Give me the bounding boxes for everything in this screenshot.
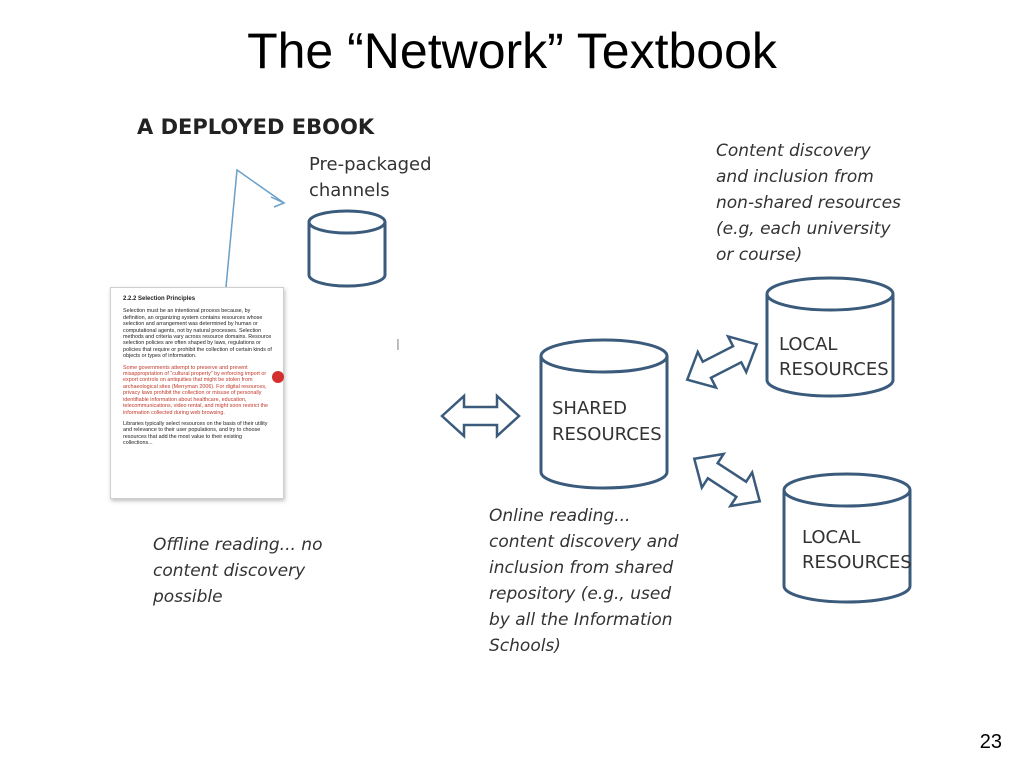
- document-excerpt-heading: 2.2.2 Selection Principles: [123, 296, 196, 302]
- caption-online: Online reading... content discovery and …: [489, 506, 684, 656]
- slide-title: The “Network” Textbook: [247, 23, 777, 79]
- prepackaged-label-line: channels: [309, 180, 390, 201]
- caption-nonshared-line: (e.g, each university: [716, 219, 892, 239]
- shared-resources-cylinder-icon: [539, 338, 669, 490]
- local-resources-bottom-cylinder-icon: [782, 472, 912, 604]
- document-excerpt-paragraph: Libraries typically select resources on …: [123, 420, 268, 447]
- document-excerpt-highlighted-paragraph: Some governments attempt to preserve and…: [123, 364, 269, 416]
- local-resources-bottom-label-line: LOCAL: [802, 527, 860, 548]
- caption-online-line: Online reading...: [489, 506, 630, 526]
- shared-resources-label-line: RESOURCES: [552, 424, 662, 445]
- caption-offline-line: possible: [152, 587, 223, 607]
- diagram-heading: A DEPLOYED EBOOK: [137, 115, 375, 139]
- shared-resources-label: SHARED RESOURCES: [552, 398, 662, 445]
- caption-online-line: Schools): [489, 636, 561, 656]
- caption-offline-line: content discovery: [153, 561, 306, 581]
- prepackaged-label: Pre-packaged channels: [309, 154, 437, 201]
- caption-nonshared-line: and inclusion from: [716, 167, 874, 187]
- caption-online-line: inclusion from shared: [489, 558, 673, 578]
- double-arrow-icon: [440, 393, 521, 439]
- caption-online-line: repository (e.g., used: [489, 584, 671, 604]
- caption-nonshared: Content discovery and inclusion from non…: [716, 141, 906, 265]
- prepackaged-channels-cylinder-icon: [307, 209, 387, 288]
- caption-offline-line: Offline reading... no: [153, 535, 322, 555]
- caption-online-line: by all the Information: [489, 610, 673, 630]
- local-resources-top-cylinder-icon: [765, 276, 895, 398]
- prepackaged-label-line: Pre-packaged: [309, 154, 432, 175]
- double-arrow-icon: [692, 452, 762, 508]
- document-excerpt: 2.2.2 Selection Principles Selection mus…: [110, 287, 284, 499]
- caption-nonshared-line: non-shared resources: [716, 193, 901, 213]
- local-resources-bottom-label-line: RESOURCES: [802, 552, 912, 573]
- pointer-arrow-icon: [225, 168, 286, 288]
- caption-nonshared-line: or course): [716, 245, 802, 265]
- local-resources-top-label-line: LOCAL: [779, 334, 837, 355]
- local-resources-top-label: LOCAL RESOURCES: [779, 334, 889, 380]
- local-resources-top-label-line: RESOURCES: [779, 359, 889, 380]
- caption-online-line: content discovery and: [489, 532, 679, 552]
- stray-mark: l: [396, 338, 400, 354]
- page-number: 23: [979, 731, 1002, 753]
- annotation-dot-icon: [272, 371, 284, 383]
- caption-nonshared-line: Content discovery: [716, 141, 872, 161]
- shared-resources-label-line: SHARED: [552, 398, 627, 419]
- double-arrow-icon: [685, 334, 759, 390]
- caption-offline: Offline reading... no content discovery …: [152, 535, 328, 607]
- local-resources-bottom-label: LOCAL RESOURCES: [802, 527, 912, 573]
- document-excerpt-paragraph: Selection must be an intentional process…: [123, 308, 272, 360]
